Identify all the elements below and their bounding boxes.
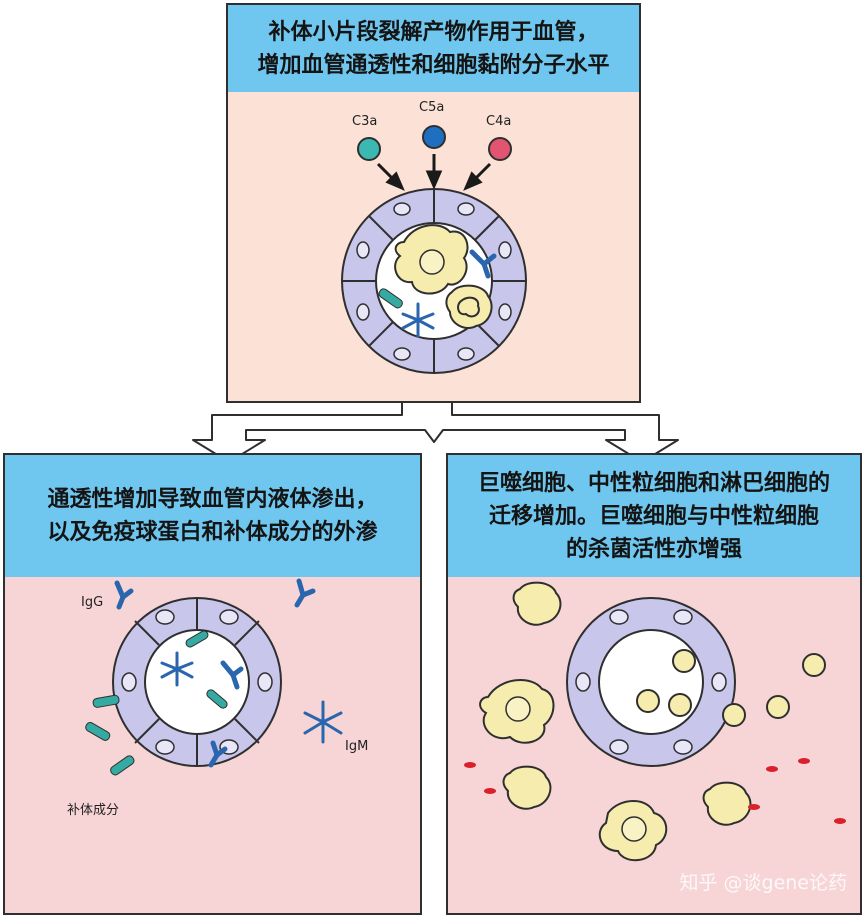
igg-label: IgG — [81, 595, 104, 610]
bottom-left-body: IgG IgM 补体成分 — [5, 577, 420, 913]
br-title-line1: 巨噬细胞、中性粒细胞和淋巴细胞的 — [477, 470, 830, 496]
neutrophil-cell — [445, 284, 493, 330]
complement-label: 补体成分 — [67, 803, 120, 818]
fragment-arrows — [376, 154, 492, 191]
neutrophil-nucleus — [457, 296, 480, 318]
endothelial-nuclei — [121, 609, 273, 755]
gap-borders — [134, 598, 260, 766]
top-panel-body: C3a C5a C4a — [228, 92, 639, 401]
igg-antibody — [469, 249, 497, 279]
top-vessel-illustration — [341, 125, 527, 374]
complement-rods — [85, 630, 228, 776]
br-title-line2: 迁移增加。巨噬细胞与中性粒细胞 — [488, 503, 819, 529]
bacteria — [464, 758, 846, 824]
br-title-line3: 的杀菌活性亦增强 — [565, 536, 742, 562]
igg-antibodies — [114, 578, 316, 768]
c5a-label: C5a — [419, 100, 445, 115]
cell-migration-illustration — [464, 581, 846, 861]
bottom-left-header: 通透性增加导致血管内液体渗出， 以及免疫球蛋白和补体成分的外渗 — [5, 455, 420, 579]
c4a-fragment — [488, 137, 512, 161]
bottom-right-header: 巨噬细胞、中性粒细胞和淋巴细胞的 迁移增加。巨噬细胞与中性粒细胞 的杀菌活性亦增… — [448, 455, 860, 579]
leaky-vessel-illustration — [85, 578, 343, 776]
c5a-fragment — [422, 125, 446, 149]
top-panel: 补体小片段裂解产物作用于血管， 增加血管通透性和细胞黏附分子水平 — [226, 3, 641, 403]
branch-arrow-shape — [192, 403, 679, 463]
c3a-label: C3a — [352, 114, 378, 129]
igm-label: IgM — [345, 739, 369, 754]
bl-title-line1: 通透性增加导致血管内液体渗出， — [47, 487, 378, 512]
vessel-lumen — [598, 629, 704, 735]
c4a-label: C4a — [486, 114, 512, 129]
bl-title-line2: 以及免疫球蛋白和补体成分的外渗 — [47, 520, 378, 545]
bottom-right-panel: 巨噬细胞、中性粒细胞和淋巴细胞的 迁移增加。巨噬细胞与中性粒细胞 的杀菌活性亦增… — [446, 453, 862, 915]
macrophage-nucleus — [419, 249, 445, 275]
top-title-line2: 增加血管通透性和细胞黏附分子水平 — [257, 52, 610, 78]
watermark: 知乎 @谈gene论药 — [679, 872, 847, 894]
bottom-right-body — [448, 577, 860, 913]
lymphocytes — [636, 649, 826, 727]
endothelial-nuclei — [356, 202, 512, 361]
endothelial-nuclei — [575, 609, 727, 755]
igm-antibodies — [160, 651, 343, 744]
neutrophils — [502, 581, 752, 826]
igm-antibody — [401, 302, 435, 338]
c3a-fragment — [357, 137, 381, 161]
macrophage-nuclei — [505, 696, 647, 842]
complement-rod — [378, 288, 403, 309]
top-panel-header: 补体小片段裂解产物作用于血管， 增加血管通透性和细胞黏附分子水平 — [228, 5, 639, 94]
top-title-line1: 补体小片段裂解产物作用于血管， — [268, 19, 599, 45]
bottom-left-panel: 通透性增加导致血管内液体渗出， 以及免疫球蛋白和补体成分的外渗 — [3, 453, 422, 915]
